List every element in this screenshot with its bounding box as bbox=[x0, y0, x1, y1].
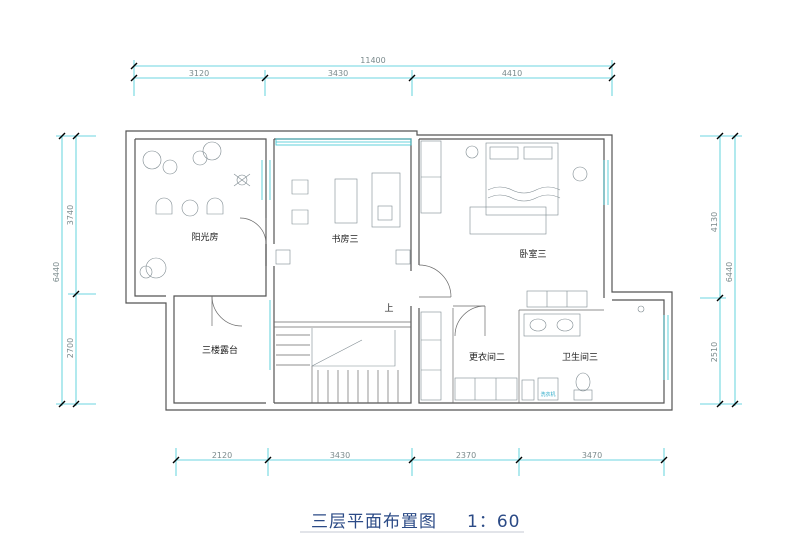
door-swings bbox=[211, 217, 486, 337]
windows bbox=[261, 138, 669, 380]
dim-right-total: 6440 bbox=[725, 262, 734, 282]
dim-bottom-seg-4: 3470 bbox=[582, 451, 602, 460]
study-furniture bbox=[275, 172, 411, 403]
left-dimension-group: 6440 3740 2700 bbox=[52, 132, 96, 408]
closet-bath-fixtures bbox=[420, 305, 645, 401]
stairs bbox=[276, 334, 399, 403]
sunroom-furniture bbox=[139, 141, 251, 279]
dim-top-seg-2: 3430 bbox=[328, 69, 348, 78]
dim-top-seg-3: 4410 bbox=[502, 69, 522, 78]
dim-right-seg-1: 4130 bbox=[710, 212, 719, 232]
dim-right-seg-2: 2510 bbox=[710, 342, 719, 362]
plan-scale: 1：60 bbox=[467, 512, 520, 532]
wall-outline bbox=[125, 130, 673, 411]
dim-left-seg-1: 3740 bbox=[66, 205, 75, 225]
washer-label: 洗衣机 bbox=[540, 391, 555, 398]
dim-top-seg-1: 3120 bbox=[189, 69, 209, 78]
room-label-bathroom: 卫生间三 bbox=[562, 351, 598, 363]
room-label-terrace: 三楼露台 bbox=[202, 344, 238, 356]
dim-bottom-seg-3: 2370 bbox=[456, 451, 476, 460]
dim-bottom-seg-2: 3430 bbox=[330, 451, 350, 460]
room-label-closet: 更衣间二 bbox=[469, 351, 505, 363]
room-label-study: 书房三 bbox=[331, 233, 358, 245]
room-label-sunroom: 阳光房 bbox=[191, 231, 218, 243]
dim-top-total: 11400 bbox=[360, 56, 385, 65]
stair-up-label: 上 bbox=[384, 303, 393, 314]
top-dimension-group: 11400 3120 3430 4410 bbox=[130, 56, 616, 96]
dim-bottom-seg-1: 2120 bbox=[212, 451, 232, 460]
room-label-bedroom: 卧室三 bbox=[519, 248, 546, 260]
bottom-dimension-group: 2120 3430 2370 3470 bbox=[172, 448, 668, 476]
plan-title: 三层平面布置图 bbox=[311, 512, 437, 532]
dim-left-total: 6440 bbox=[52, 262, 61, 282]
right-dimension-group: 4130 2510 6440 bbox=[700, 132, 742, 408]
bedroom-furniture bbox=[420, 140, 588, 308]
dim-left-seg-2: 2700 bbox=[66, 338, 75, 358]
